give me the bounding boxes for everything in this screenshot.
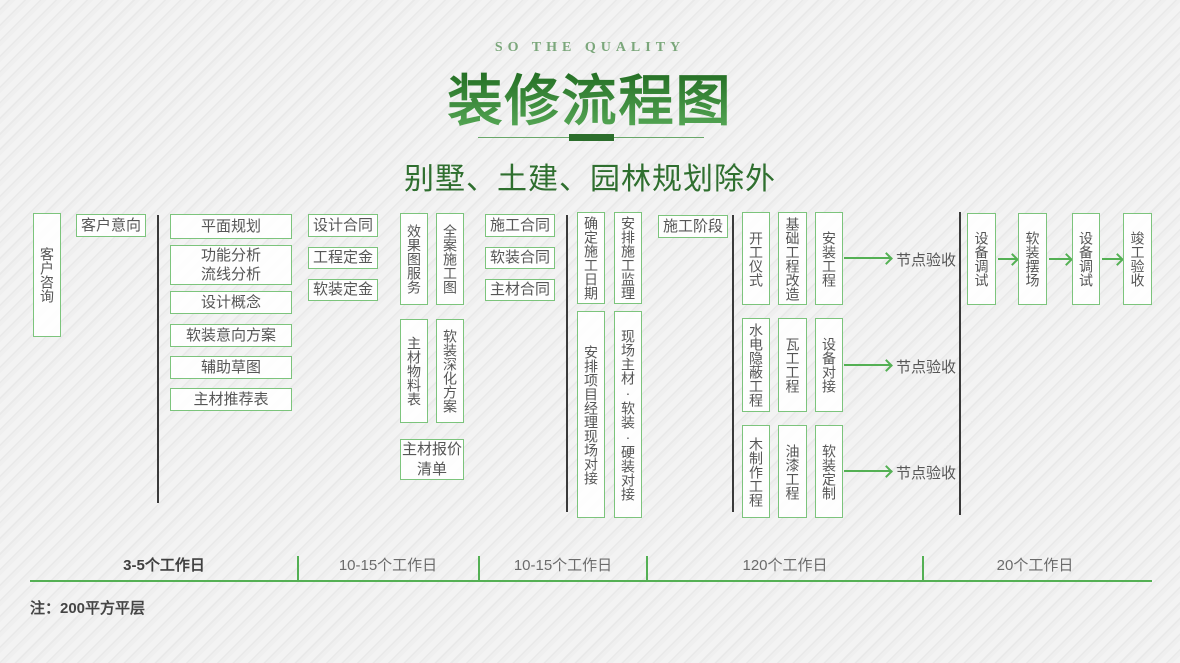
box-main-material-quotation: 主材报价清单 — [400, 439, 464, 480]
box-equipment-docking: 设备对接 — [815, 318, 843, 412]
box-confirm-construction-date: 确定施工日期 — [577, 212, 605, 304]
box-customer-consultation: 客户咨询 — [33, 213, 61, 337]
box-soft-furnishing-deposit: 软装定金 — [308, 279, 378, 301]
timeline-tick-1 — [297, 556, 299, 580]
box-equipment-debugging-1: 设备调试 — [967, 213, 996, 305]
timeline-line — [30, 580, 1152, 582]
timeline-tick-4 — [922, 556, 924, 580]
box-arrange-project-manager: 安排项目经理现场对接 — [577, 311, 605, 518]
box-main-material-recommendation: 主材推荐表 — [170, 388, 292, 411]
timeline-tick-2 — [478, 556, 480, 580]
flow-arrow-node-3 — [844, 470, 890, 472]
page-subtitle: 别墅、土建、园林规划除外 — [404, 163, 776, 196]
box-installation-engineering: 安装工程 — [815, 212, 843, 305]
title-divider-bar — [569, 134, 614, 141]
flow-arrow-node-2 — [844, 364, 890, 366]
timeline-tick-3 — [646, 556, 648, 580]
timeline-label-stage-1: 3-5个工作日 — [123, 557, 205, 574]
milestone-node-acceptance-3: 节点验收 — [896, 465, 957, 482]
box-soft-furnishing-contract: 软装合同 — [485, 247, 555, 269]
box-painting-engineering: 油漆工程 — [778, 425, 807, 518]
box-construction-stage: 施工阶段 — [658, 215, 728, 238]
box-floor-plan: 平面规划 — [170, 214, 292, 239]
box-design-contract: 设计合同 — [308, 214, 378, 237]
footnote: 注：200平方平层 — [30, 600, 146, 617]
timeline-label-stage-4: 120个工作日 — [742, 557, 828, 574]
stage-divider-4 — [959, 212, 961, 515]
milestone-node-acceptance-1: 节点验收 — [896, 252, 957, 269]
box-arrange-supervision: 安排施工监理 — [614, 212, 642, 304]
box-basic-engineering-renovation: 基础工程改造 — [778, 212, 807, 305]
box-woodwork-engineering: 木制作工程 — [742, 425, 770, 518]
box-project-deposit: 工程定金 — [308, 247, 378, 269]
box-soft-furnishing-intent: 软装意向方案 — [170, 324, 292, 347]
tagline: SO THE QUALITY — [494, 40, 686, 55]
flow-arrow-final-2 — [1049, 258, 1070, 260]
box-main-material-list: 主材物料表 — [400, 319, 428, 423]
flow-arrow-node-1 — [844, 257, 890, 259]
box-opening-ceremony: 开工仪式 — [742, 212, 770, 305]
page-title: 装修流程图 — [0, 56, 1180, 136]
box-plumbing-electrical-concealed: 水电隐蔽工程 — [742, 318, 770, 412]
box-auxiliary-sketch: 辅助草图 — [170, 356, 292, 379]
box-equipment-debugging-2: 设备调试 — [1072, 213, 1100, 305]
box-main-material-contract: 主材合同 — [485, 279, 555, 301]
box-soft-furnishing-deepening: 软装深化方案 — [436, 319, 464, 423]
stage-divider-3 — [732, 215, 734, 512]
box-rendering-service: 效果图服务 — [400, 213, 428, 305]
timeline-label-stage-3: 10-15个工作日 — [513, 557, 613, 574]
stage-divider-1 — [157, 215, 159, 503]
flow-arrow-final-3 — [1102, 258, 1121, 260]
milestone-node-acceptance-2: 节点验收 — [896, 359, 957, 376]
box-full-construction-drawings: 全案施工图 — [436, 213, 464, 305]
box-design-concept: 设计概念 — [170, 291, 292, 314]
flow-arrow-final-1 — [998, 258, 1016, 260]
box-completion-acceptance: 竣工验收 — [1123, 213, 1152, 305]
box-soft-furnishing-customization: 软装定制 — [815, 425, 843, 518]
box-construction-contract: 施工合同 — [485, 214, 555, 237]
box-customer-intention: 客户意向 — [76, 214, 146, 237]
box-site-material-docking: 现场主材·软装·硬装对接 — [614, 311, 642, 518]
stage-divider-2 — [566, 215, 568, 512]
timeline-label-stage-5: 20个工作日 — [996, 557, 1074, 574]
box-soft-furnishing-setup: 软装摆场 — [1018, 213, 1047, 305]
box-tiling-engineering: 瓦工工程 — [778, 318, 807, 412]
timeline-label-stage-2: 10-15个工作日 — [338, 557, 438, 574]
box-function-flow-analysis: 功能分析 流线分析 — [170, 245, 292, 285]
